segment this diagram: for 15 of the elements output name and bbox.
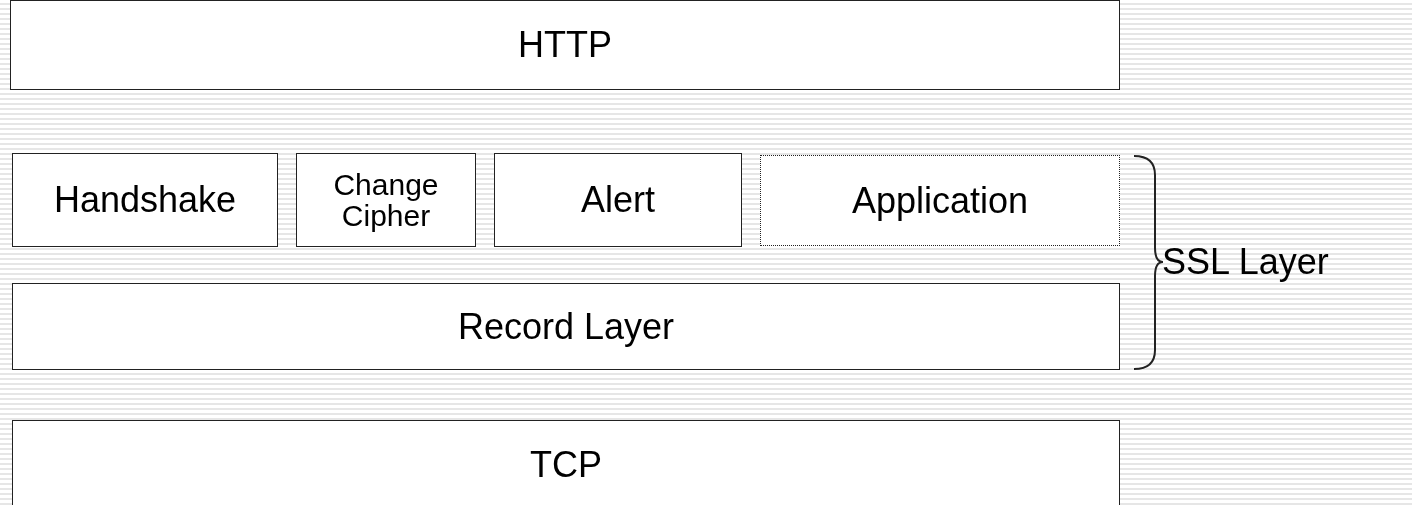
- layer-box: [296, 153, 476, 247]
- group-label: SSL Layer: [1162, 241, 1329, 283]
- layer-box: [12, 420, 1120, 505]
- layer-name: Handshake: [53, 181, 237, 219]
- layer-name: Application: [851, 181, 1029, 220]
- layer-name: Change Cipher: [332, 168, 440, 232]
- layer-name: TCP: [530, 446, 602, 484]
- layer-box: [12, 283, 1120, 370]
- layer-box: [494, 153, 742, 247]
- layer-box: [760, 155, 1120, 246]
- layer-box: [12, 153, 278, 247]
- layer-name: HTTP: [518, 26, 612, 64]
- layer-name: Record Layer: [457, 307, 675, 346]
- layer-name: Alert: [581, 181, 655, 219]
- layer-box: [10, 0, 1120, 90]
